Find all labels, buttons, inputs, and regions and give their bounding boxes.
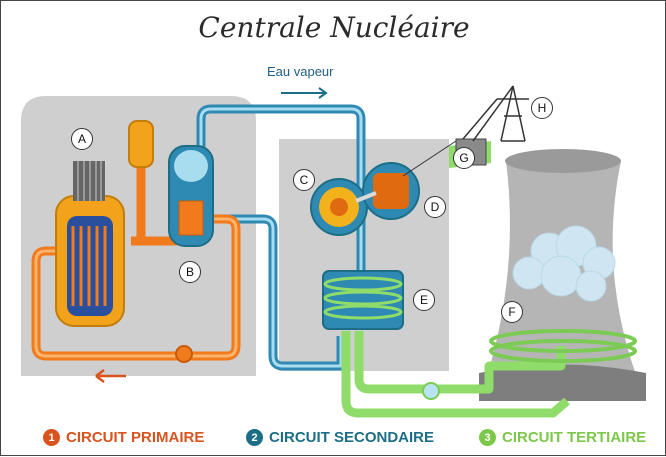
legend-tertiary-number: 3 <box>479 429 496 446</box>
label-f: F <box>501 301 523 323</box>
primary-pump <box>175 345 193 363</box>
primary-circuit-highlight <box>34 217 238 358</box>
alternator <box>355 162 420 220</box>
condenser-coils-tower <box>489 329 637 363</box>
cooling-tower-basin <box>479 364 646 401</box>
legend-primary-number: 1 <box>43 429 60 446</box>
power-pylon <box>462 85 529 142</box>
pressurizer <box>128 120 154 168</box>
condenser <box>322 270 404 330</box>
tertiary-pump <box>422 382 440 400</box>
turbine <box>310 178 368 236</box>
diagram-title: Centrale Nucléaire <box>198 11 470 44</box>
label-h: H <box>531 97 553 119</box>
legend-tertiary: 3 CIRCUIT TERTIAIRE <box>479 429 646 446</box>
label-e: E <box>413 289 435 311</box>
legend-secondary-text: CIRCUIT SECONDAIRE <box>269 429 435 446</box>
label-c: C <box>293 169 315 191</box>
cooling-tower-top <box>505 149 621 173</box>
steam-generator <box>168 145 214 247</box>
secondary-circuit-highlight <box>199 107 363 368</box>
legend-secondary-number: 2 <box>246 429 263 446</box>
tertiary-circuit <box>341 331 570 418</box>
label-a: A <box>71 128 93 150</box>
steam-flow-arrow <box>281 87 328 99</box>
legend-primary-text: CIRCUIT PRIMAIRE <box>66 429 205 446</box>
legend-primary: 1 CIRCUIT PRIMAIRE <box>43 429 204 446</box>
label-b: B <box>179 261 201 283</box>
steam-label: Eau vapeur <box>267 64 334 79</box>
reactor-vessel <box>55 161 125 327</box>
legend-tertiary-text: CIRCUIT TERTIAIRE <box>502 429 647 446</box>
legend-secondary: 2 CIRCUIT SECONDAIRE <box>246 429 434 446</box>
steam-cloud <box>512 225 616 302</box>
primary-flow-arrow <box>95 369 126 383</box>
label-g: G <box>453 147 475 169</box>
label-d: D <box>424 196 446 218</box>
